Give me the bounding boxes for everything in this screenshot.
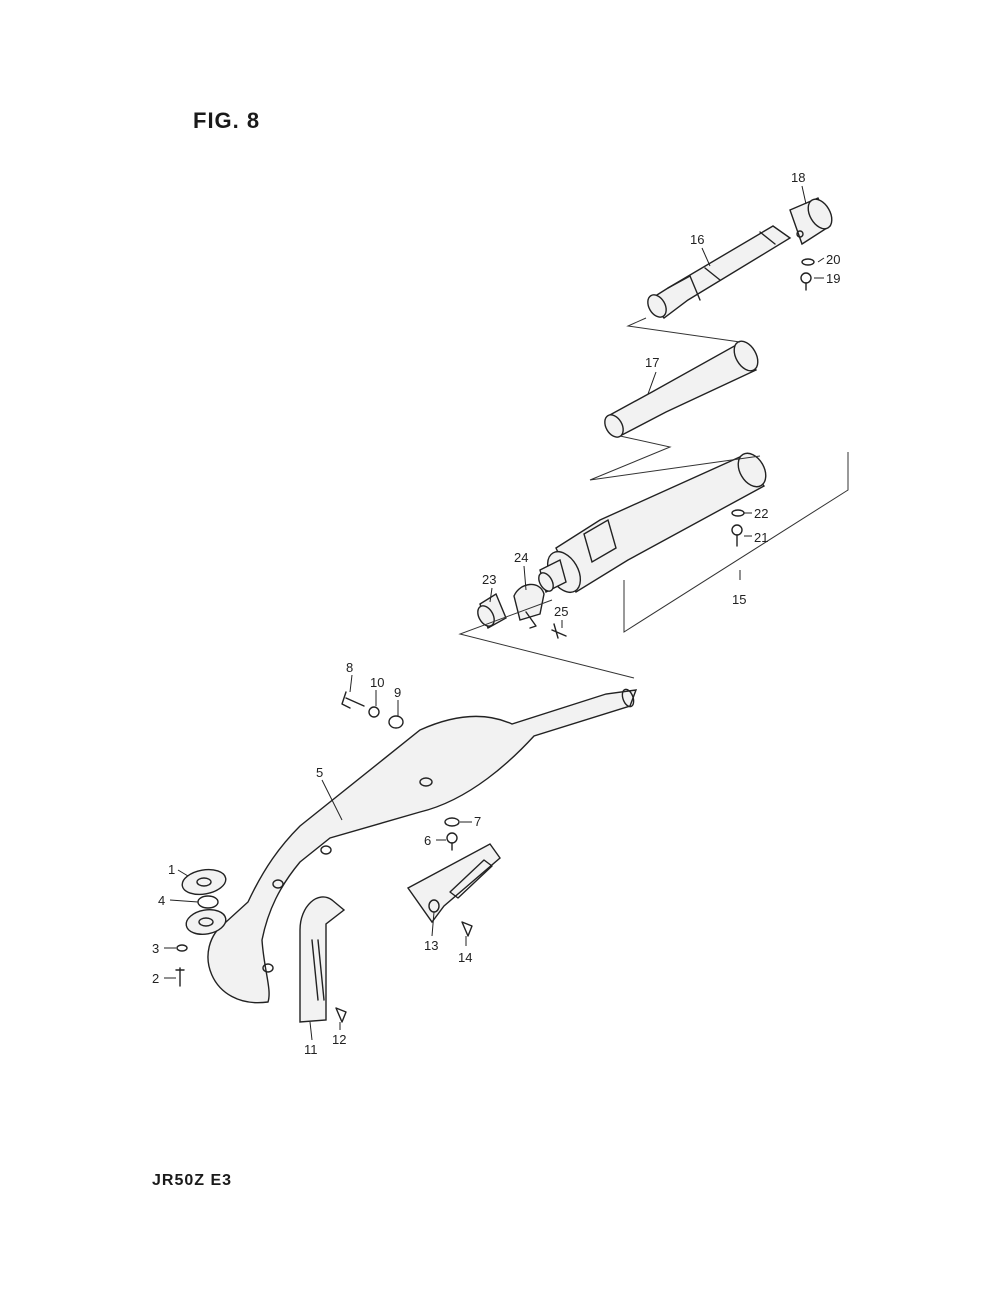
callout-9: 9 <box>394 685 401 700</box>
flange-washer-part <box>176 944 188 952</box>
inner-tube-part <box>604 340 759 438</box>
callout-3: 3 <box>152 941 159 956</box>
flange-bolt-part <box>175 967 185 987</box>
flange-ring-part <box>197 895 219 909</box>
callout-7: 7 <box>474 814 481 829</box>
callout-5: 5 <box>316 765 323 780</box>
callout-11: 11 <box>304 1042 318 1057</box>
stay-washer-part <box>444 817 460 827</box>
callout-23: 23 <box>482 572 496 587</box>
muffler-bolt-part <box>341 691 365 709</box>
callout-25: 25 <box>554 604 568 619</box>
figure-title: FIG. 8 <box>193 108 261 133</box>
model-code: JR50Z E3 <box>152 1172 233 1189</box>
exhaust-pipe-part <box>207 688 638 1004</box>
silencer-washer-part <box>731 509 745 517</box>
silencer-part <box>538 452 767 594</box>
end-cap-part <box>789 197 833 246</box>
callout-12: 12 <box>332 1032 346 1047</box>
callout-17: 17 <box>645 355 659 370</box>
silencer-bolt-part <box>731 524 743 547</box>
assembly-guide-lines <box>458 317 849 679</box>
stay-bolt-part <box>446 832 458 851</box>
muffler-washer-part <box>388 715 404 729</box>
callout-13: 13 <box>424 938 438 953</box>
callout-15: 15 <box>732 592 746 607</box>
callout-10: 10 <box>370 675 384 690</box>
tail-pipe-part <box>647 225 792 319</box>
cap-screw-part <box>800 272 812 291</box>
clamp-part <box>513 583 545 629</box>
callout-18: 18 <box>791 170 805 185</box>
callout-21: 21 <box>754 530 768 545</box>
callout-1: 1 <box>168 862 175 877</box>
muffler-protector-part <box>406 843 501 924</box>
callout-4: 4 <box>158 893 165 908</box>
callout-20: 20 <box>826 252 840 267</box>
callout-8: 8 <box>346 660 353 675</box>
gasket-part <box>181 868 227 896</box>
callout-14: 14 <box>458 950 472 965</box>
callout-19: 19 <box>826 271 840 286</box>
clamp-bolt-part <box>551 623 567 639</box>
callout-16: 16 <box>690 232 704 247</box>
pipe-guard-part <box>299 896 346 1023</box>
cap-washer-part <box>801 258 815 266</box>
protector-screw-part <box>461 921 473 937</box>
callout-24: 24 <box>514 550 528 565</box>
callout-22: 22 <box>754 506 768 521</box>
guard-screw-part <box>335 1007 347 1023</box>
callout-leaders <box>164 185 825 1041</box>
muffler-nut-part <box>368 706 380 718</box>
callout-2: 2 <box>152 971 159 986</box>
callout-6: 6 <box>424 833 431 848</box>
exhaust-flange-part <box>185 908 227 936</box>
